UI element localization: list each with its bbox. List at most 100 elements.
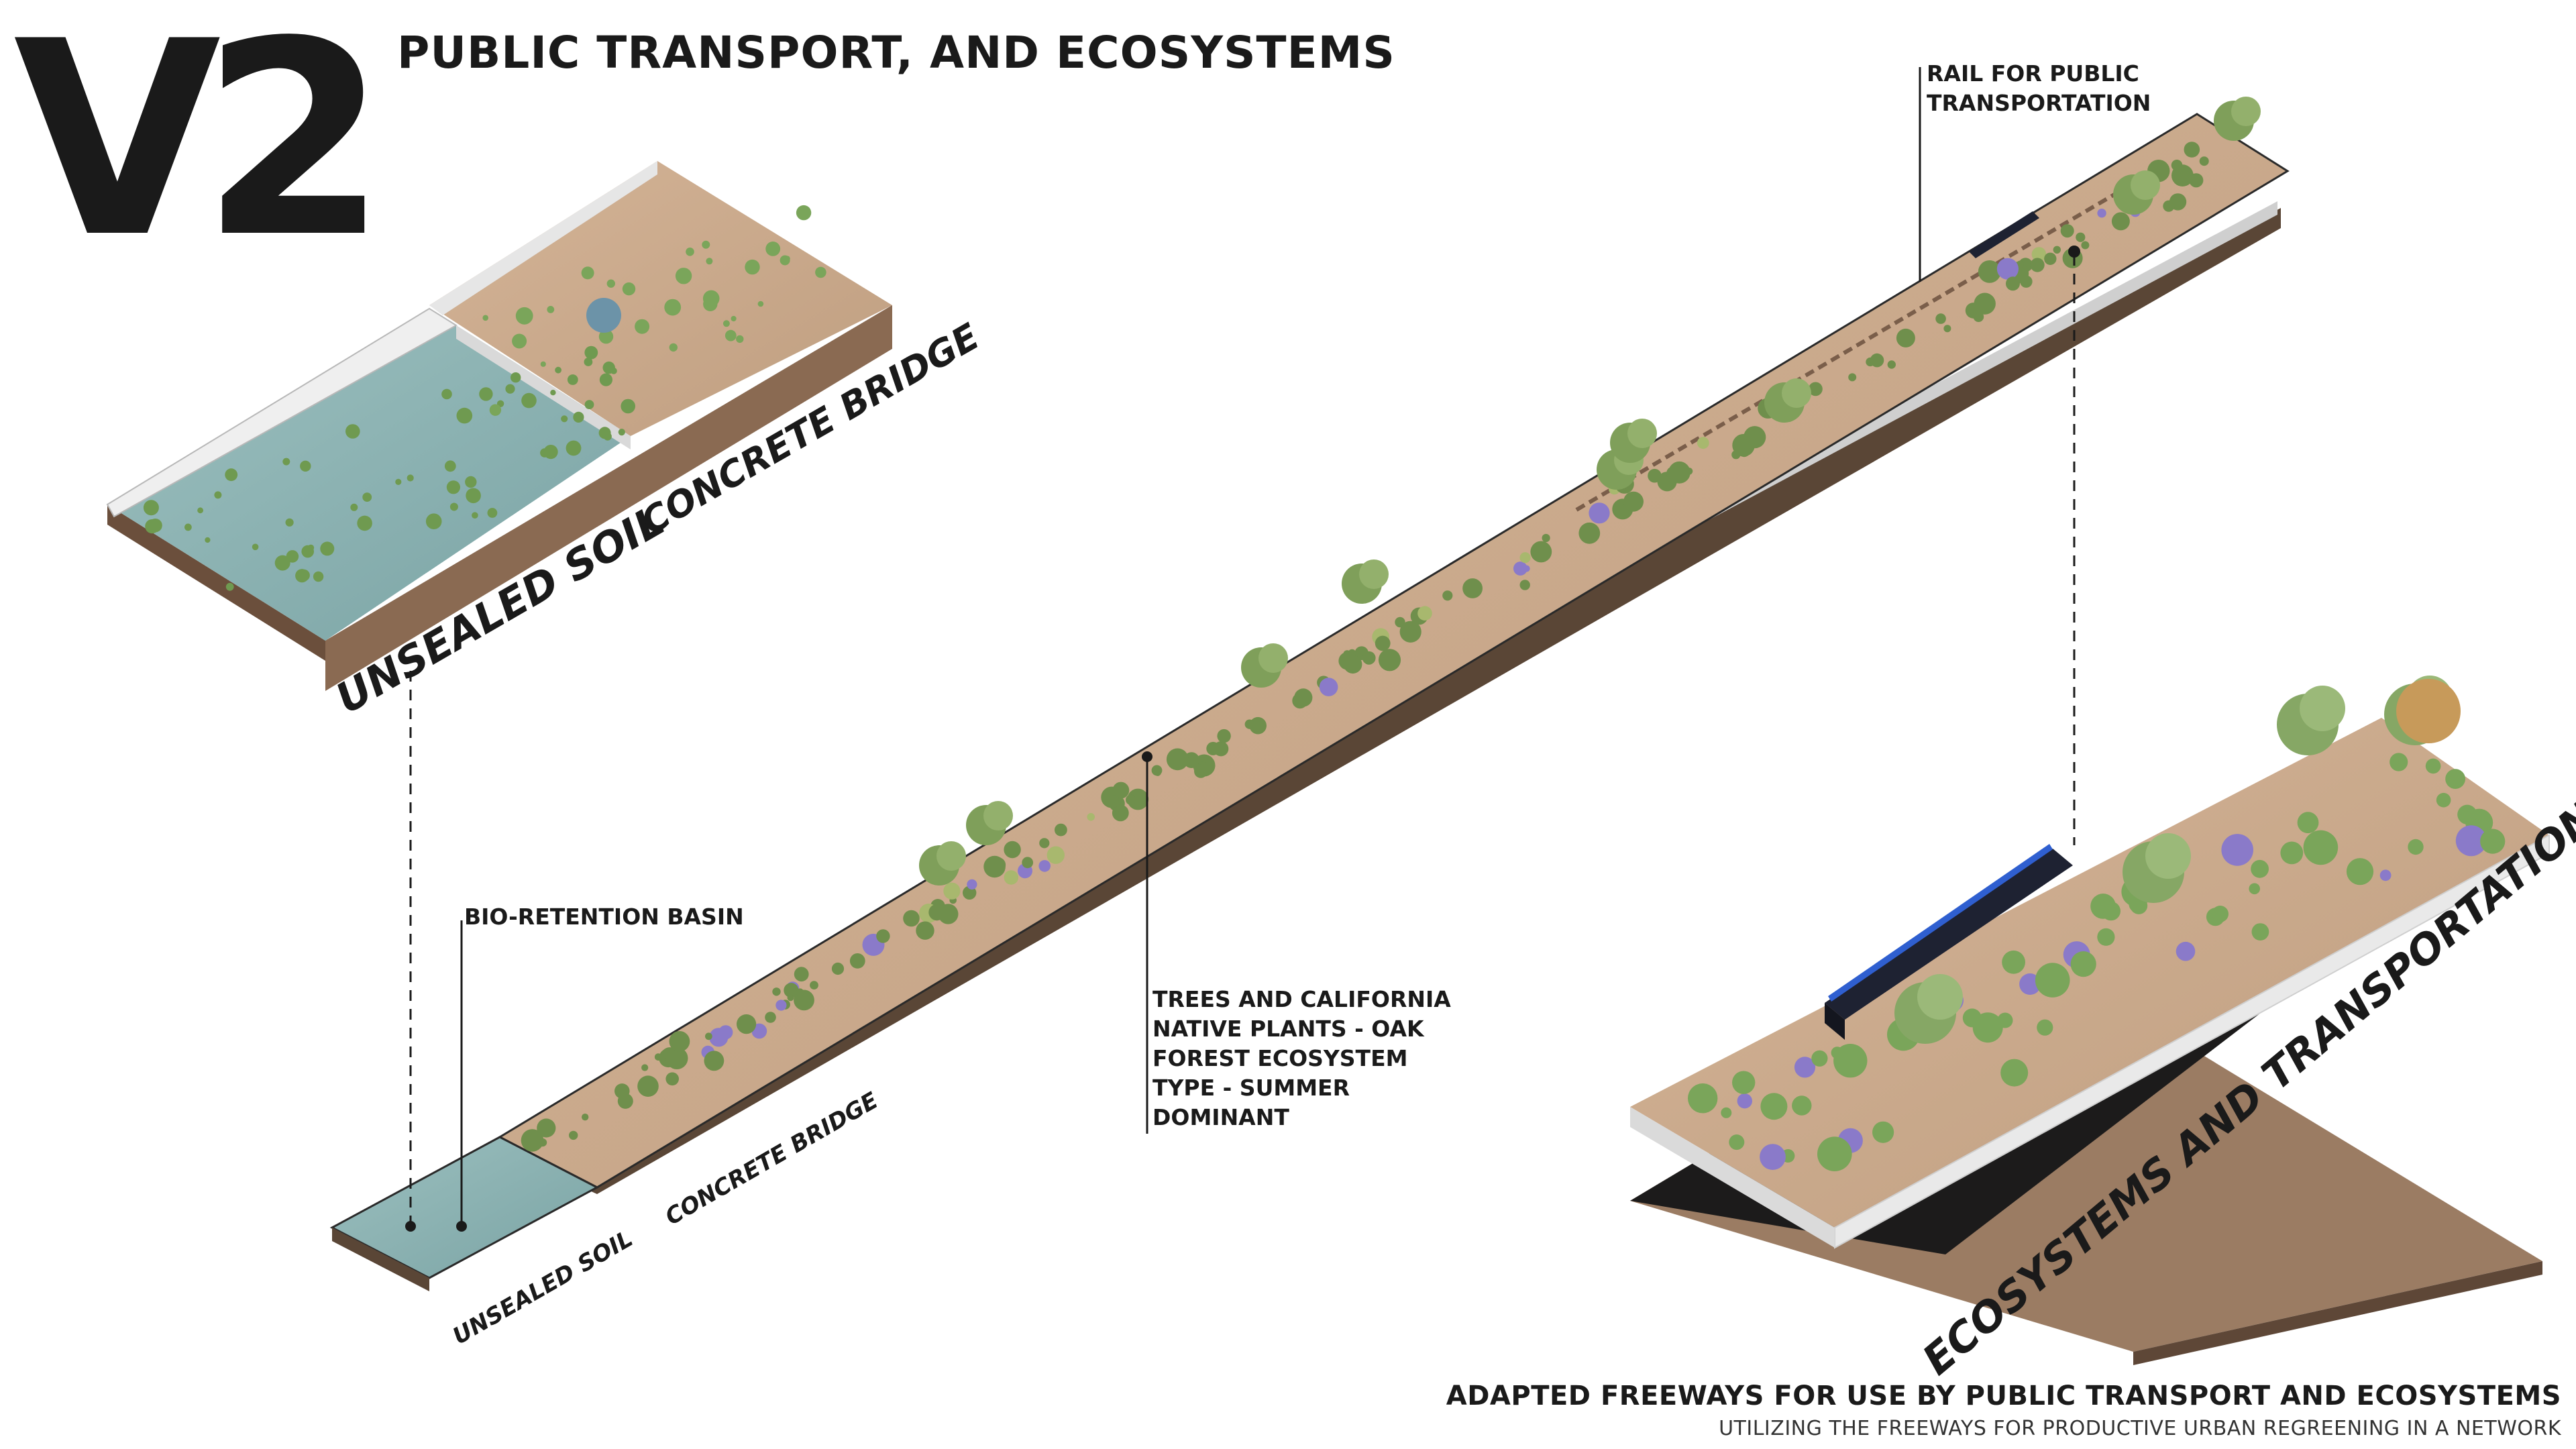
shrub-mark bbox=[2251, 923, 2269, 941]
shrub-mark bbox=[724, 329, 737, 341]
shrub-mark bbox=[1126, 794, 1136, 805]
shrub-mark bbox=[425, 513, 442, 529]
shrub-mark bbox=[1039, 838, 1050, 849]
label-rail: RAIL FOR PUBLIC TRANSPORTATION bbox=[1927, 59, 2151, 118]
tree-mark bbox=[2145, 833, 2191, 879]
shrub-mark bbox=[2445, 769, 2466, 789]
shrub-mark bbox=[320, 541, 335, 556]
flower-mark bbox=[1996, 258, 2019, 280]
shrub-mark bbox=[794, 967, 809, 982]
shrub-mark bbox=[584, 345, 598, 360]
shrub-mark bbox=[784, 983, 799, 998]
shrub-mark bbox=[1111, 795, 1119, 803]
shrub-mark bbox=[395, 478, 402, 486]
label-rail-line-1: RAIL FOR PUBLIC bbox=[1927, 60, 2139, 87]
shrub-mark bbox=[2390, 753, 2408, 771]
shrub-mark bbox=[706, 258, 713, 265]
shrub-mark bbox=[1055, 823, 1067, 837]
tree-mark bbox=[2231, 97, 2261, 126]
shrub-mark bbox=[2016, 260, 2024, 268]
flower-mark bbox=[1038, 860, 1051, 872]
shrub-mark bbox=[1688, 1083, 1718, 1114]
dot-rail bbox=[2068, 246, 2080, 258]
shrub-mark bbox=[543, 445, 558, 460]
shrub-mark bbox=[686, 248, 694, 256]
shrub-mark bbox=[1668, 461, 1690, 484]
shrub-mark bbox=[143, 500, 159, 516]
shrub-mark bbox=[765, 1012, 776, 1023]
shrub-mark bbox=[573, 411, 584, 423]
shrub-mark bbox=[465, 476, 477, 488]
shrub-mark bbox=[350, 503, 358, 511]
label-trees-line-5: DOMINANT bbox=[1152, 1104, 1289, 1130]
shrub-mark bbox=[702, 290, 720, 307]
tree-mark bbox=[983, 801, 1013, 830]
autumn-tree-mark bbox=[2396, 679, 2461, 743]
shrub-mark bbox=[1442, 590, 1453, 601]
shrub-mark bbox=[702, 240, 710, 249]
shrub-mark bbox=[449, 502, 458, 511]
shrub-mark bbox=[313, 571, 324, 582]
shrub-mark bbox=[2184, 142, 2200, 158]
shrub-mark bbox=[1760, 1093, 1788, 1120]
shrub-mark bbox=[1809, 382, 1823, 396]
shrub-mark bbox=[1542, 533, 1550, 543]
shrub-mark bbox=[903, 910, 920, 927]
shrub-mark bbox=[1127, 788, 1149, 810]
shrub-mark bbox=[482, 315, 488, 321]
shrub-mark bbox=[567, 374, 578, 385]
shrub-mark bbox=[815, 266, 826, 278]
shrub-mark bbox=[2457, 804, 2477, 824]
shrub-mark bbox=[669, 1031, 690, 1052]
shrub-mark bbox=[581, 266, 594, 280]
shrub-mark bbox=[705, 1032, 712, 1040]
shrub-mark bbox=[300, 460, 311, 472]
shrub-mark bbox=[1811, 1050, 1828, 1067]
shrub-mark bbox=[1729, 1134, 1745, 1150]
flower-mark bbox=[1737, 1093, 1752, 1109]
flower-mark bbox=[1760, 1144, 1786, 1170]
shrub-mark bbox=[1817, 1136, 1852, 1171]
shrub-mark bbox=[2020, 275, 2033, 288]
top-left-bridge-front bbox=[456, 325, 631, 449]
shrub-mark bbox=[737, 1014, 757, 1034]
shrub-mark bbox=[537, 1118, 556, 1138]
shrub-mark bbox=[2053, 246, 2061, 254]
shrub-mark bbox=[664, 299, 682, 316]
shrub-mark bbox=[1530, 541, 1552, 563]
flower-mark bbox=[1589, 502, 1610, 524]
shrub-mark bbox=[2249, 883, 2260, 895]
flower-mark bbox=[967, 879, 977, 890]
shrub-mark bbox=[916, 921, 934, 940]
tree-mark bbox=[1782, 378, 1811, 408]
vegetation bbox=[143, 97, 2506, 1171]
shrub-mark bbox=[2037, 1019, 2053, 1036]
shrub-mark bbox=[225, 468, 238, 482]
shrub-mark bbox=[780, 255, 790, 266]
right-base-top bbox=[1630, 956, 2542, 1352]
shrub-mark bbox=[2436, 792, 2451, 808]
shrub-mark bbox=[214, 491, 222, 499]
agave-mark bbox=[586, 298, 621, 333]
shrub-mark bbox=[515, 307, 533, 325]
shrub-mark bbox=[938, 904, 959, 924]
shrub-mark bbox=[446, 480, 461, 494]
tree-mark bbox=[1917, 974, 1963, 1020]
shrub-mark bbox=[796, 988, 804, 996]
strip-basin bbox=[329, 1136, 600, 1279]
shrub-mark bbox=[1732, 433, 1755, 457]
shrub-mark bbox=[1378, 649, 1401, 672]
shrub-mark bbox=[184, 523, 192, 531]
shrub-mark bbox=[598, 329, 614, 344]
shrub-mark bbox=[2076, 232, 2086, 242]
shrub-mark bbox=[252, 543, 259, 551]
top-left-bridge-edge bbox=[429, 161, 657, 315]
shrub-mark bbox=[641, 1064, 649, 1071]
shrub-mark bbox=[1462, 578, 1483, 598]
shrub-mark bbox=[2006, 276, 2020, 291]
shrub-mark bbox=[1973, 311, 1984, 323]
shrub-mark bbox=[569, 1130, 578, 1140]
shrub-mark bbox=[618, 429, 625, 436]
shrub-mark bbox=[441, 388, 452, 400]
